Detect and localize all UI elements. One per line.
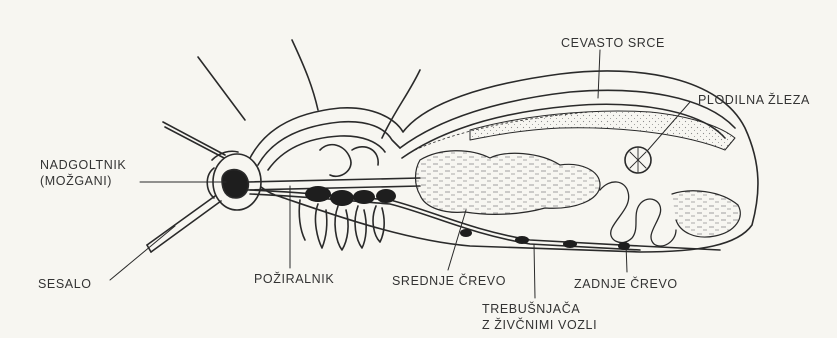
fat-body-dotted [470,111,735,150]
label-proboscis: SESALO [38,277,92,292]
wing-left [198,57,245,120]
label-gonad: PLODILNA ŽLEZA [698,93,810,108]
esophagus-ganglion-2 [330,190,354,206]
label-hindgut: ZADNJE ČREVO [574,277,678,292]
nerve-ganglion-1 [460,229,472,237]
nerve-ganglion-3 [563,240,577,248]
label-brain-line2: (MOŽGANI) [40,174,112,189]
antenna [163,122,225,155]
label-midgut: SREDNJE ČREVO [392,274,506,289]
proboscis [147,196,215,245]
label-brain-line1: NADGOLTNIK [40,158,126,173]
label-esophagus: POŽIRALNIK [254,272,334,287]
esophagus-ganglion-1 [305,186,331,202]
hindgut-coils [600,182,676,246]
brain-ganglion [222,170,248,198]
esophagus-ganglion-3 [353,190,375,204]
label-nerve-cord-line1: TREBUŠNJAČA [482,302,580,317]
label-heart: CEVASTO SRCE [561,36,665,51]
esophagus-ganglion-4 [376,189,396,203]
label-nerve-cord-line2: Z ŽIVČNIMI VOZLI [482,318,597,333]
leader-nerve-cord [534,244,535,298]
leader-proboscis [110,226,175,280]
wing-middle [292,40,318,110]
esophagus-tube [248,178,420,182]
nerve-ganglion-2 [515,236,529,244]
nerve-ganglion-4 [618,242,630,250]
midgut [416,151,601,215]
